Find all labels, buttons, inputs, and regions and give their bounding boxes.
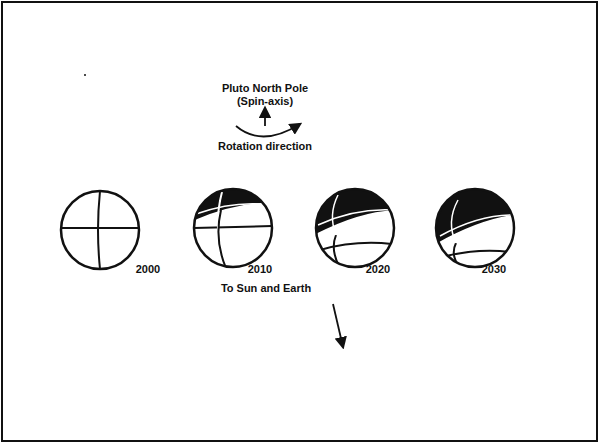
globe-2010 (190, 185, 280, 268)
globe-2030 (432, 185, 520, 268)
year-label: 2030 (474, 263, 514, 276)
speck (84, 74, 86, 76)
sun-direction-arrow (333, 304, 343, 347)
axis-label: Pluto North Pole (Spin-axis) (215, 82, 315, 107)
spin-axis-arrow (264, 108, 266, 126)
year-label: 2020 (358, 263, 398, 276)
year-label: 2000 (128, 263, 168, 276)
year-label: 2010 (240, 263, 280, 276)
rotation-label: Rotation direction (200, 140, 330, 153)
globe-2000 (61, 191, 139, 269)
direction-label: To Sun and Earth (201, 282, 331, 295)
rotation-arrow (236, 124, 300, 137)
globe-2020 (312, 185, 400, 268)
